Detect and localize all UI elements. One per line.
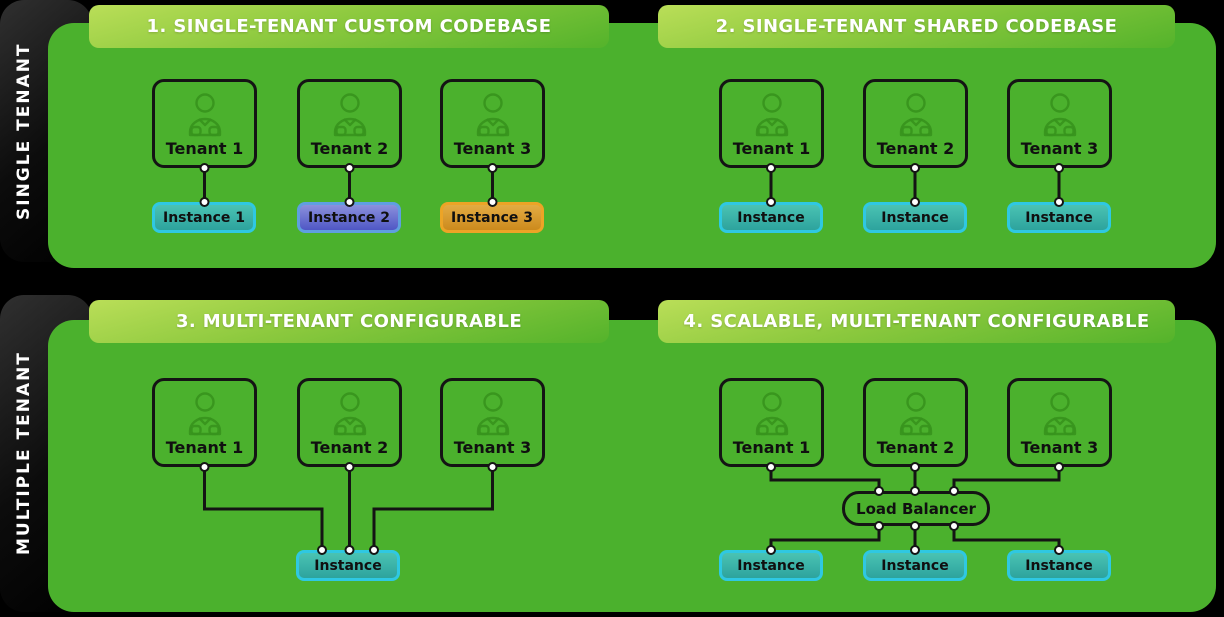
- instance-box: Instance: [719, 202, 823, 233]
- person-icon: [333, 93, 366, 137]
- tenant-box: Tenant 1: [152, 378, 257, 467]
- instance-label: Instance 2: [307, 209, 391, 226]
- panel-2-header: 2. SINGLE-TENANT SHARED CODEBASE: [658, 5, 1175, 48]
- tenant-label: Tenant 2: [876, 438, 955, 457]
- tenant-label: Tenant 3: [453, 438, 532, 457]
- load-balancer-label: Load Balancer: [856, 499, 976, 518]
- person-icon: [755, 392, 788, 436]
- panel-1-title: 1. SINGLE-TENANT CUSTOM CODEBASE: [146, 16, 552, 37]
- instance-label: Instance: [737, 209, 805, 226]
- instance-label: Instance: [1025, 209, 1093, 226]
- tenant-box: Tenant 3: [440, 378, 545, 467]
- tenant-label: Tenant 3: [1020, 139, 1099, 158]
- tenant-box: Tenant 2: [863, 79, 968, 168]
- tenant-label: Tenant 3: [1020, 438, 1099, 457]
- tenant-box: Tenant 2: [863, 378, 968, 467]
- instance-box: Instance 1: [152, 202, 256, 233]
- tenant-label: Tenant 2: [876, 139, 955, 158]
- tenant-label: Tenant 1: [165, 139, 244, 158]
- person-icon: [333, 392, 366, 436]
- instance-label: Instance: [881, 557, 949, 574]
- person-icon: [188, 392, 221, 436]
- tenant-label: Tenant 2: [310, 139, 389, 158]
- load-balancer-box: Load Balancer: [842, 491, 990, 526]
- instance-box: Instance 3: [440, 202, 544, 233]
- instance-label: Instance 3: [450, 209, 534, 226]
- tenant-label: Tenant 2: [310, 438, 389, 457]
- instance-label: Instance: [1025, 557, 1093, 574]
- tenant-label: Tenant 1: [165, 438, 244, 457]
- instance-label: Instance: [737, 557, 805, 574]
- row-label-multiple-tenant: MULTIPLE TENANT: [14, 351, 34, 556]
- panel-4-header: 4. SCALABLE, MULTI-TENANT CONFIGURABLE: [658, 300, 1175, 343]
- instance-label: Instance: [314, 557, 382, 574]
- instance-box: Instance: [1007, 550, 1111, 581]
- person-icon: [899, 93, 932, 137]
- instance-label: Instance: [881, 209, 949, 226]
- person-icon: [1043, 392, 1076, 436]
- tenant-box: Tenant 2: [297, 378, 402, 467]
- person-icon: [188, 93, 221, 137]
- instance-box: Instance: [719, 550, 823, 581]
- instance-box: Instance: [296, 550, 400, 581]
- tenant-box: Tenant 1: [719, 378, 824, 467]
- tenant-box: Tenant 3: [1007, 79, 1112, 168]
- person-icon: [476, 392, 509, 436]
- tenant-box: Tenant 3: [440, 79, 545, 168]
- panel-4-title: 4. SCALABLE, MULTI-TENANT CONFIGURABLE: [683, 311, 1150, 332]
- instance-label: Instance 1: [162, 209, 246, 226]
- instance-box: Instance: [863, 202, 967, 233]
- instance-box: Instance: [1007, 202, 1111, 233]
- person-icon: [1043, 93, 1076, 137]
- person-icon: [899, 392, 932, 436]
- tenant-label: Tenant 1: [732, 139, 811, 158]
- row-label-single-tenant: SINGLE TENANT: [14, 42, 34, 220]
- person-icon: [755, 93, 788, 137]
- tenant-box: Tenant 3: [1007, 378, 1112, 467]
- tenant-label: Tenant 3: [453, 139, 532, 158]
- tenant-box: Tenant 1: [152, 79, 257, 168]
- panel-1-header: 1. SINGLE-TENANT CUSTOM CODEBASE: [89, 5, 609, 48]
- person-icon: [476, 93, 509, 137]
- instance-box: Instance 2: [297, 202, 401, 233]
- tenant-label: Tenant 1: [732, 438, 811, 457]
- tenant-box: Tenant 1: [719, 79, 824, 168]
- panel-3-title: 3. MULTI-TENANT CONFIGURABLE: [175, 311, 523, 332]
- tenant-box: Tenant 2: [297, 79, 402, 168]
- panel-2-title: 2. SINGLE-TENANT SHARED CODEBASE: [715, 16, 1118, 37]
- panel-3-header: 3. MULTI-TENANT CONFIGURABLE: [89, 300, 609, 343]
- instance-box: Instance: [863, 550, 967, 581]
